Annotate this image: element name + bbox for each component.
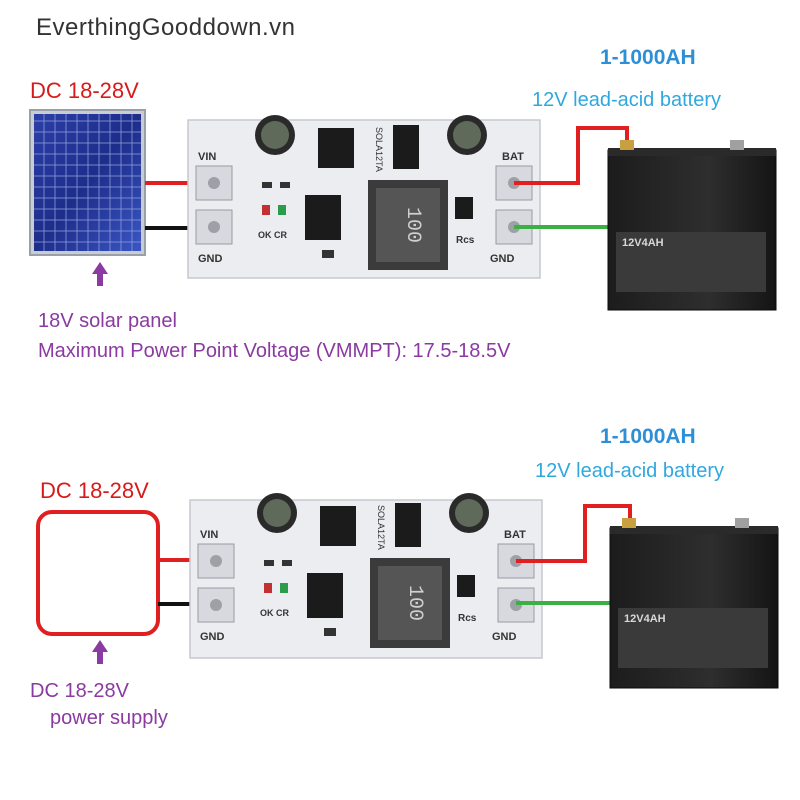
bottom-battery-type-label: 12V lead-acid battery bbox=[535, 460, 725, 482]
bottom-source-label: DC 18-28V bbox=[30, 680, 129, 702]
bottom-capacity-label: 1-1000AH bbox=[600, 425, 696, 448]
top-rcs-silk: Rcs bbox=[456, 235, 475, 246]
power-supply-box bbox=[36, 510, 160, 636]
top-inductor-marking: 100 bbox=[401, 207, 424, 243]
top-ok-silk: OK bbox=[258, 230, 272, 240]
top-battery-type-label: 12V lead-acid battery bbox=[532, 89, 722, 111]
top-source-label: 18V solar panel bbox=[38, 310, 177, 332]
up-arrow-icon bbox=[92, 262, 108, 286]
bottom-source-spec: power supply bbox=[50, 707, 168, 729]
top-battery: 12V4AH bbox=[607, 140, 777, 311]
bottom-battery-label: 12V4AH bbox=[624, 613, 666, 625]
bottom-model-silk: SOLA12TA bbox=[376, 505, 386, 550]
bottom-inductor-marking: 100 bbox=[403, 585, 426, 621]
top-battery-label: 12V4AH bbox=[622, 237, 664, 249]
bottom-cr-silk: CR bbox=[276, 608, 289, 618]
top-model-silk: SOLA12TA bbox=[374, 127, 384, 172]
bottom-bat-wire bbox=[516, 504, 632, 563]
bottom-rcs-silk: Rcs bbox=[458, 613, 477, 624]
bottom-bat-silk: BAT bbox=[504, 529, 526, 541]
top-source-spec: Maximum Power Point Voltage (VMMPT): 17.… bbox=[38, 340, 511, 362]
top-cr-silk: CR bbox=[274, 230, 287, 240]
top-input-voltage-label: DC 18-28V bbox=[30, 78, 139, 103]
top-bat-wire bbox=[514, 126, 629, 185]
bottom-gnd-silk: GND bbox=[200, 631, 225, 643]
bottom-battery: 12V4AH bbox=[609, 518, 779, 689]
top-gnd-silk: GND bbox=[198, 253, 223, 265]
bottom-gnd-out-silk: GND bbox=[492, 631, 517, 643]
watermark: EverthingGooddown.vn bbox=[36, 14, 296, 41]
top-mppt-board: VIN GND BAT GND OK CR Rcs 100 SOLA12TA bbox=[187, 115, 541, 279]
top-gnd-out-silk: GND bbox=[490, 253, 515, 265]
top-capacity-label: 1-1000AH bbox=[600, 46, 696, 69]
bottom-mppt-board: VIN GND BAT GND OK CR Rcs 100 SOLA12TA bbox=[189, 493, 543, 659]
bottom-input-voltage-label: DC 18-28V bbox=[40, 478, 149, 503]
bottom-vin-silk: VIN bbox=[200, 529, 218, 541]
up-arrow-icon bbox=[92, 640, 108, 664]
top-vin-silk: VIN bbox=[198, 151, 216, 163]
solar-panel bbox=[29, 109, 146, 256]
top-bat-silk: BAT bbox=[502, 151, 524, 163]
bottom-ok-silk: OK bbox=[260, 608, 274, 618]
